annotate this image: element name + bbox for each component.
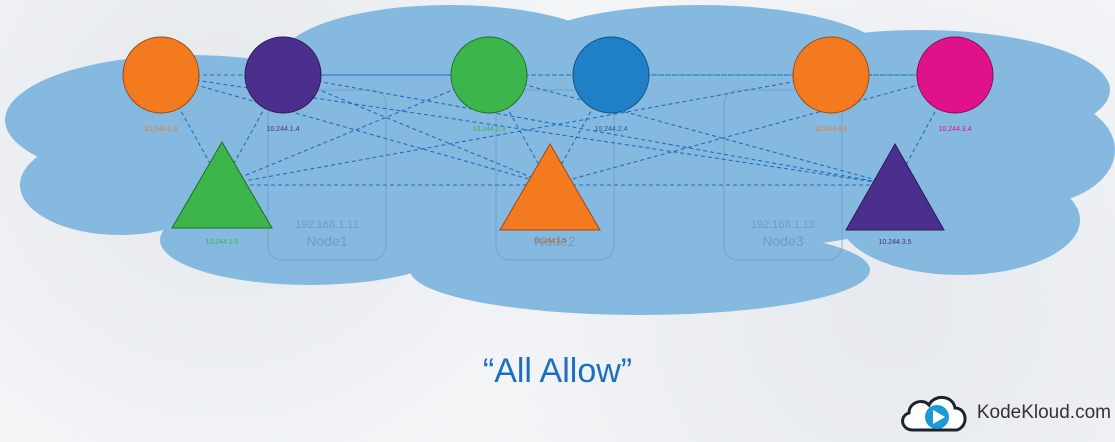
kodekloud-cloud-play-icon: [901, 396, 967, 432]
link: [160, 74, 551, 186]
pods: 10.244.1.3 10.244.1.4 10.244.2.3 10.244.…: [122, 36, 994, 246]
pod-triangle-icon: [845, 142, 945, 231]
pod-10-244-3-4: 10.244.3.4: [916, 36, 994, 133]
policy-caption: “All Allow”: [482, 352, 633, 390]
pod-ip: 10.244.3.5: [878, 239, 911, 246]
link: [488, 74, 896, 186]
link: [160, 74, 896, 186]
pod-ip: 10.244.3.4: [938, 126, 971, 133]
link: [221, 74, 490, 186]
pod-10-244-2-5: 10.244.2.5: [499, 143, 601, 245]
node-name: Node3: [762, 233, 803, 249]
pod-10-244-3-5: 10.244.3.5: [845, 142, 945, 246]
node-1: 192.168.1.11 Node1: [267, 89, 387, 261]
pod-circle-icon: [916, 36, 994, 114]
pod-10-244-3-3: 10.244.3.3: [792, 36, 870, 133]
pod-circle-icon: [122, 36, 200, 114]
link: [221, 74, 832, 186]
node-ip: 192.168.1.13: [751, 219, 815, 231]
node-name: Node1: [306, 233, 347, 249]
pod-ip: 10.244.3.3: [814, 126, 847, 133]
node-3: 192.168.1.13 Node3: [723, 89, 843, 261]
node-2: Node2: [495, 89, 615, 261]
pod-triangle-icon: [171, 141, 273, 229]
pod-10-244-2-3: 10.244.2.3: [450, 36, 528, 133]
pod-ip: 10.244.1.5: [205, 239, 238, 246]
pod-ip: 10.244.2.5: [533, 238, 566, 245]
node-name: Node2: [534, 233, 575, 249]
pod-triangle-icon: [499, 143, 601, 231]
pod-10-244-1-4: 10.244.1.4: [244, 36, 322, 133]
brand-logo: KodeKloud.com: [897, 390, 1111, 436]
node-boxes: 192.168.1.11 Node1 Node2 192.168.1.13 No…: [267, 89, 843, 261]
link: [282, 74, 896, 186]
brand-name: KodeKloud.com: [976, 402, 1111, 423]
pod-circle-icon: [244, 36, 322, 114]
pod-10-244-2-4: 10.244.2.4: [572, 36, 650, 133]
pod-ip: 10.244.2.3: [472, 126, 505, 133]
link: [282, 74, 551, 186]
pod-ip: 10.244.1.3: [144, 126, 177, 133]
pod-10-244-1-3: 10.244.1.3: [122, 36, 200, 133]
pod-ip: 10.244.1.4: [266, 126, 299, 133]
pod-circle-icon: [792, 36, 870, 114]
pod-circle-icon: [450, 36, 528, 114]
pod-10-244-1-5: 10.244.1.5: [171, 141, 273, 246]
pod-ip: 10.244.2.4: [594, 126, 627, 133]
node-ip: 192.168.1.11: [295, 219, 358, 231]
pod-circle-icon: [572, 36, 650, 114]
